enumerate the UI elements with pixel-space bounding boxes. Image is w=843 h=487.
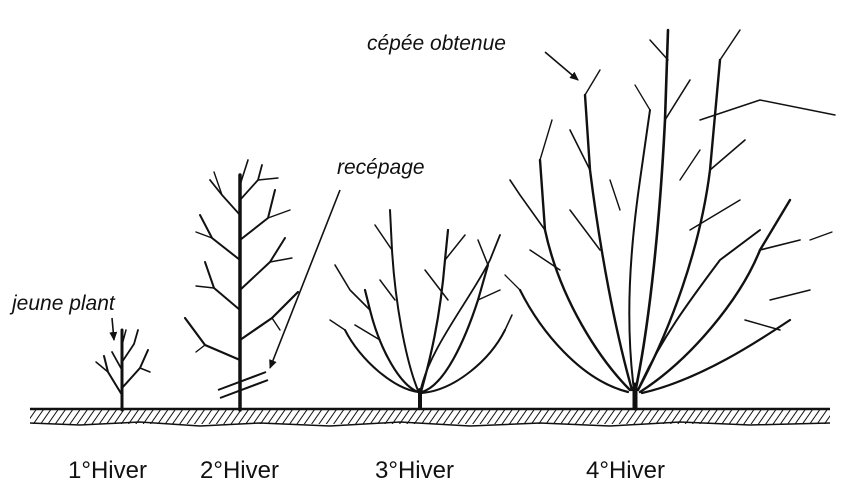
arrow-coppicing (270, 190, 340, 368)
plant-stage-3 (330, 210, 512, 408)
plant-stage-1 (96, 330, 150, 410)
plant-stage-2 (185, 160, 298, 410)
annotation-arrows (112, 52, 578, 368)
label-young-plant: jeune plant (9, 292, 116, 315)
stage-label-2: 2°Hiver (200, 457, 279, 484)
stage-label-4: 4°Hiver (586, 457, 665, 484)
arrow-young-plant (112, 318, 114, 340)
label-coppicing: recépage (337, 156, 425, 179)
stage-label-1: 1°Hiver (68, 457, 147, 484)
ground (30, 408, 830, 426)
stage-label-3: 3°Hiver (375, 457, 454, 484)
arrow-result (545, 52, 578, 80)
label-result: cépée obtenue (367, 32, 506, 55)
cut-mark (218, 372, 268, 398)
plant-stage-4 (505, 30, 835, 408)
